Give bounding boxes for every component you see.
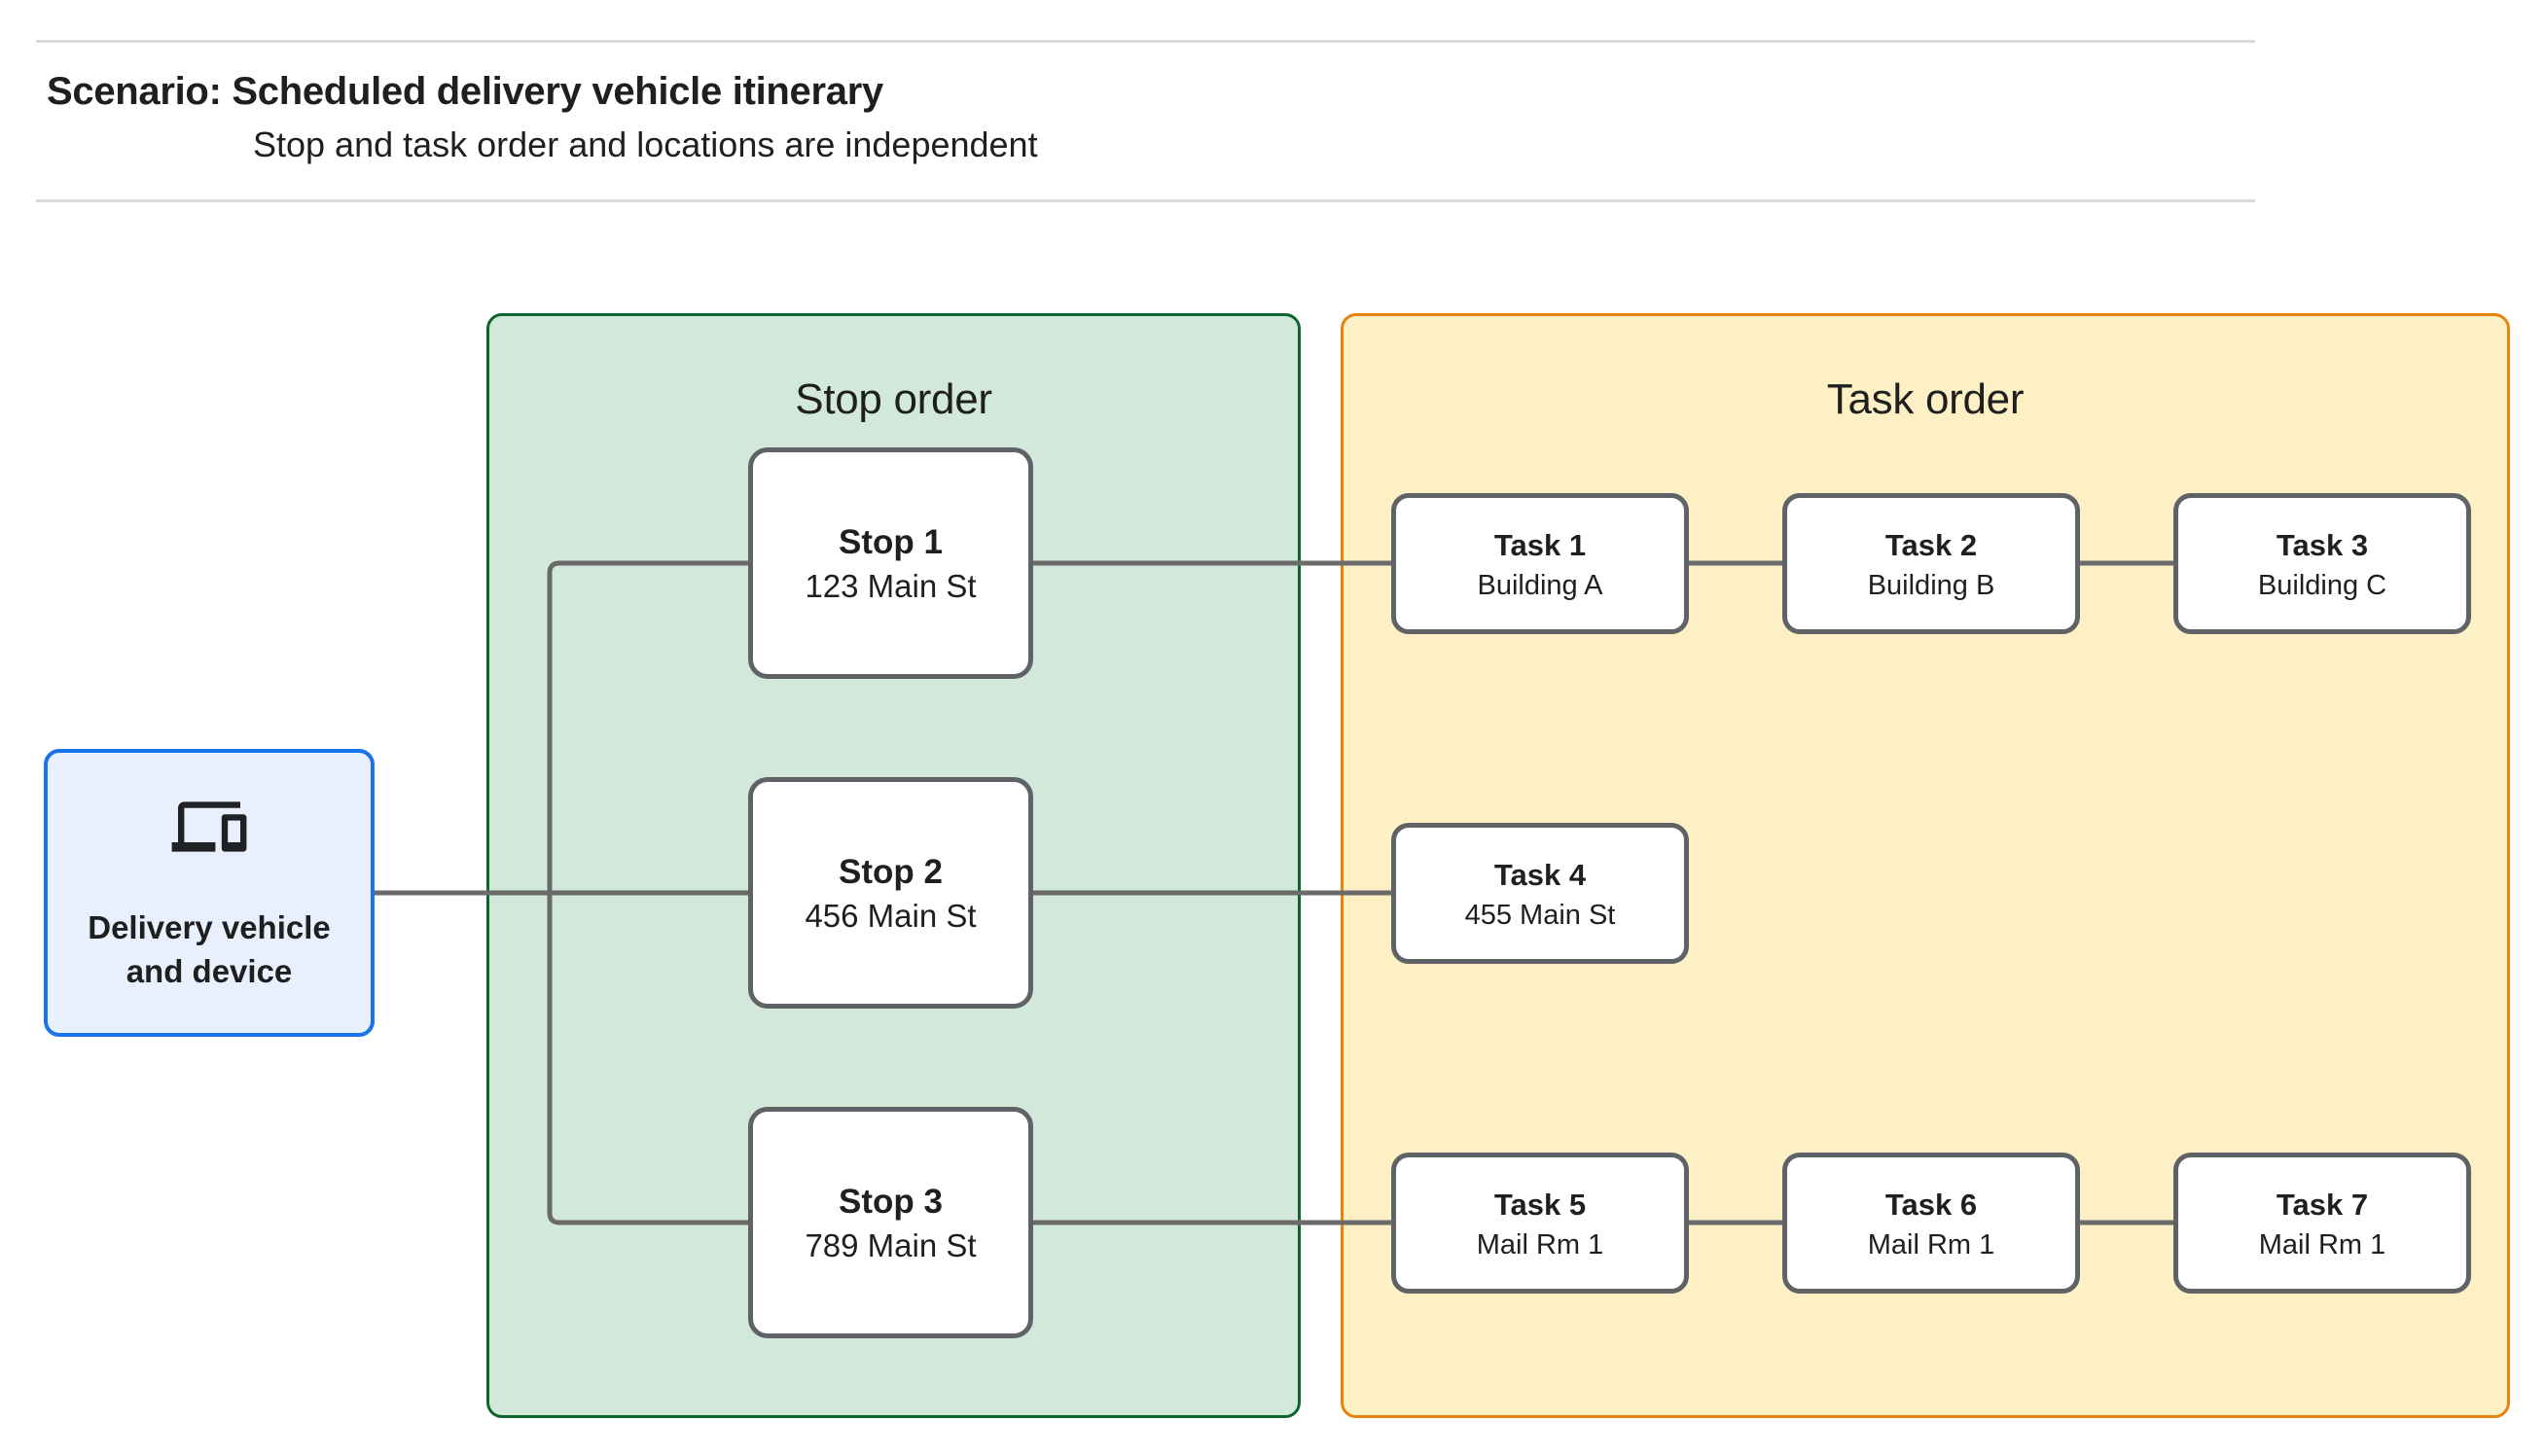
devices-icon [171,801,247,852]
stop-2-node: Stop 2 456 Main St [748,777,1033,1009]
task-5-label: Task 5 [1493,1187,1587,1222]
task-1-node: Task 1 Building A [1391,493,1689,634]
top-divider [36,40,2255,43]
stop-3-address: 789 Main St [805,1227,977,1264]
task-3-node: Task 3 Building C [2173,493,2471,634]
task-7-location: Mail Rm 1 [2258,1228,2386,1261]
task-4-location: 455 Main St [1464,899,1616,931]
stop-1-address: 123 Main St [805,568,977,605]
task-1-location: Building A [1477,569,1603,601]
task-order-panel-title: Task order [1826,374,2025,423]
task-6-location: Mail Rm 1 [1867,1228,1995,1261]
task-4-node: Task 4 455 Main St [1391,823,1689,964]
stop-3-label: Stop 3 [839,1183,943,1222]
stop-order-panel-title: Stop order [795,374,992,423]
stop-3-node: Stop 3 789 Main St [748,1107,1033,1338]
delivery-vehicle-node: Delivery vehicle and device [44,749,375,1037]
task-2-location: Building B [1867,569,1995,601]
task-2-label: Task 2 [1884,527,1978,562]
stop-2-label: Stop 2 [839,853,943,892]
header-divider [36,199,2255,202]
task-3-label: Task 3 [2276,527,2369,562]
task-5-location: Mail Rm 1 [1476,1228,1604,1261]
stop-2-address: 456 Main St [805,898,977,935]
task-7-label: Task 7 [2276,1187,2369,1222]
task-4-label: Task 4 [1493,857,1587,892]
task-3-location: Building C [2257,569,2387,601]
task-6-node: Task 6 Mail Rm 1 [1782,1153,2080,1294]
task-1-label: Task 1 [1493,527,1587,562]
scenario-title: Scenario: Scheduled delivery vehicle iti… [47,70,883,113]
scenario-subtitle: Stop and task order and locations are in… [253,124,1038,164]
delivery-vehicle-label: Delivery vehicle and device [88,909,331,989]
task-7-node: Task 7 Mail Rm 1 [2173,1153,2471,1294]
task-2-node: Task 2 Building B [1782,493,2080,634]
task-6-label: Task 6 [1884,1187,1978,1222]
task-5-node: Task 5 Mail Rm 1 [1391,1153,1689,1294]
stop-1-node: Stop 1 123 Main St [748,447,1033,679]
stop-1-label: Stop 1 [839,523,943,562]
